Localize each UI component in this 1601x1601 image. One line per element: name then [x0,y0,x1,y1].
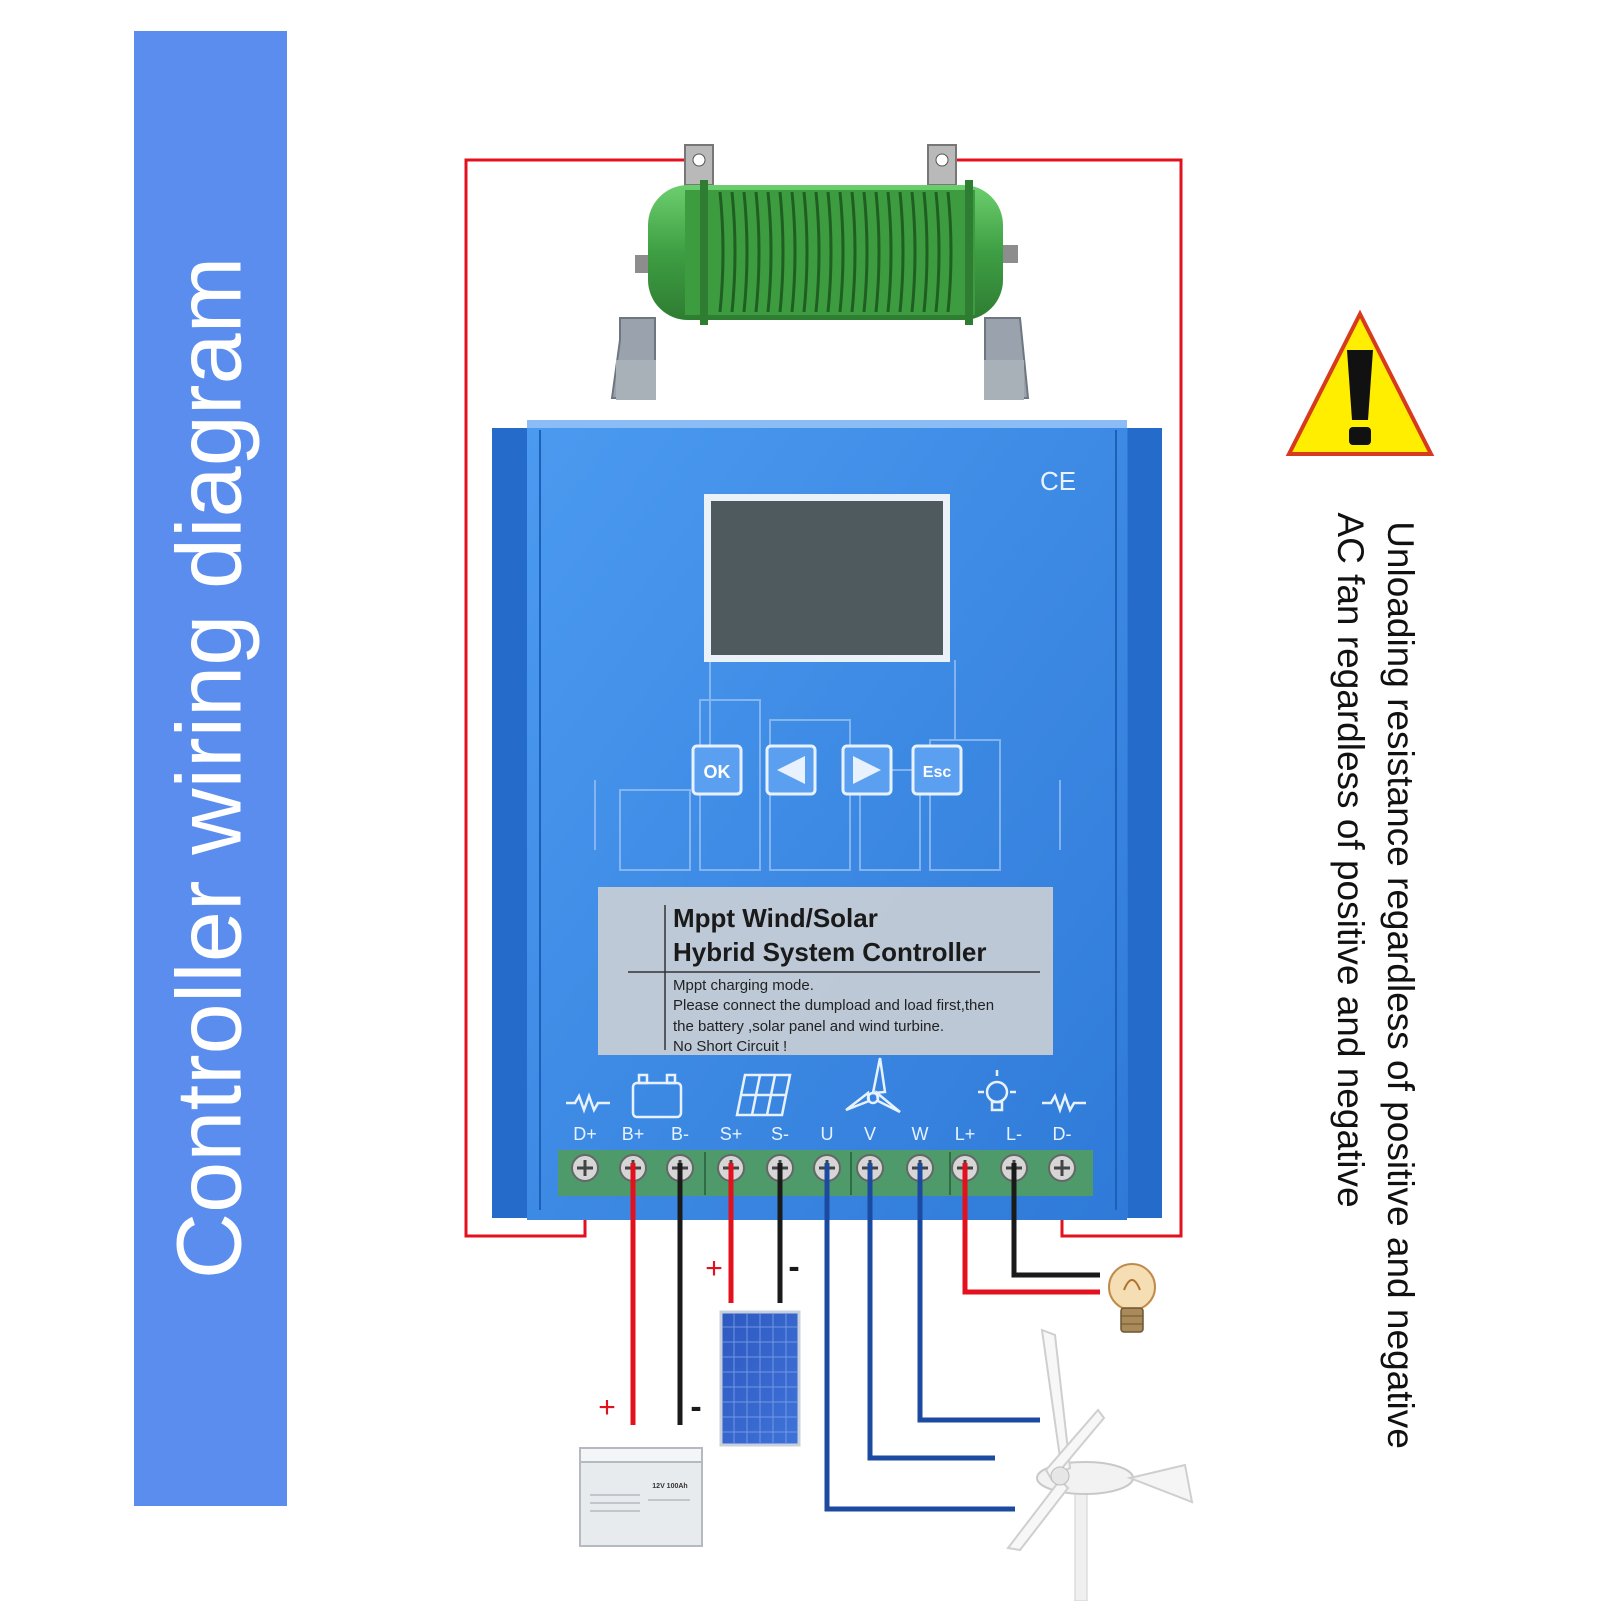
label-line: the battery ,solar panel and wind turbin… [673,1018,944,1035]
button-esc-label: Esc [923,764,952,781]
terminal-label: L+ [955,1124,976,1144]
button-ok[interactable]: OK [691,744,743,796]
terminal-screw-icon [571,1154,599,1182]
terminal-label: D+ [573,1124,597,1144]
terminal-label: W [912,1124,929,1144]
terminal-label: S+ [720,1124,743,1144]
ce-mark: CE [1040,466,1076,496]
terminal-label: V [864,1124,876,1144]
terminal-label: B+ [622,1124,645,1144]
battery-plus-mark: + [598,1391,616,1424]
load-positive-wire [962,1163,1100,1295]
label-line: Please connect the dumpload and load fir… [673,997,994,1014]
button-right[interactable] [841,744,893,796]
solar-panel-image [719,1310,801,1447]
label-panel: Mppt Wind/Solar Hybrid System Controller… [598,887,1053,1055]
button-esc[interactable]: Esc [911,744,963,796]
resistor-symbol-icon [566,1092,610,1114]
battery-icon [631,1073,683,1119]
solar-minus-mark: - [788,1248,799,1286]
terminal-screw-icon [1048,1154,1076,1182]
resistor-icon [610,144,1030,400]
wind-turbine-icon [1006,1328,1194,1601]
warning-icon [1285,309,1435,460]
terminal-label: B- [671,1124,689,1144]
right-arrow-icon [853,756,881,784]
solar-panel-icon [735,1073,792,1117]
bulb-icon [1108,1263,1156,1333]
wind-u-wire [824,1163,1015,1512]
battery-label: 12V 100Ah [652,1483,687,1490]
solar-plus-mark: + [705,1252,723,1285]
title-banner [134,31,287,1506]
resistor-symbol-icon [1042,1092,1086,1114]
label-title-line1: Mppt Wind/Solar [673,903,878,933]
button-ok-label: OK [704,762,731,782]
label-title-line2: Hybrid System Controller [673,937,987,967]
battery-image: 12V 100Ah [579,1447,703,1547]
terminal-label: D- [1053,1124,1072,1144]
wind-turbine-symbol-icon [845,1057,901,1114]
bulb-symbol-icon [978,1070,1016,1112]
label-line: No Short Circuit ! [673,1038,787,1055]
lcd-screen [704,494,950,662]
left-arrow-icon [777,756,805,784]
label-line: Mppt charging mode. [673,977,814,994]
terminal-label: U [821,1124,834,1144]
button-left[interactable] [765,744,817,796]
terminal-label: S- [771,1124,789,1144]
load-negative-wire [1011,1163,1100,1278]
wind-w-wire [917,1163,1040,1423]
wind-v-wire [867,1163,995,1461]
terminal-label: L- [1006,1124,1022,1144]
battery-minus-mark: - [690,1388,701,1426]
